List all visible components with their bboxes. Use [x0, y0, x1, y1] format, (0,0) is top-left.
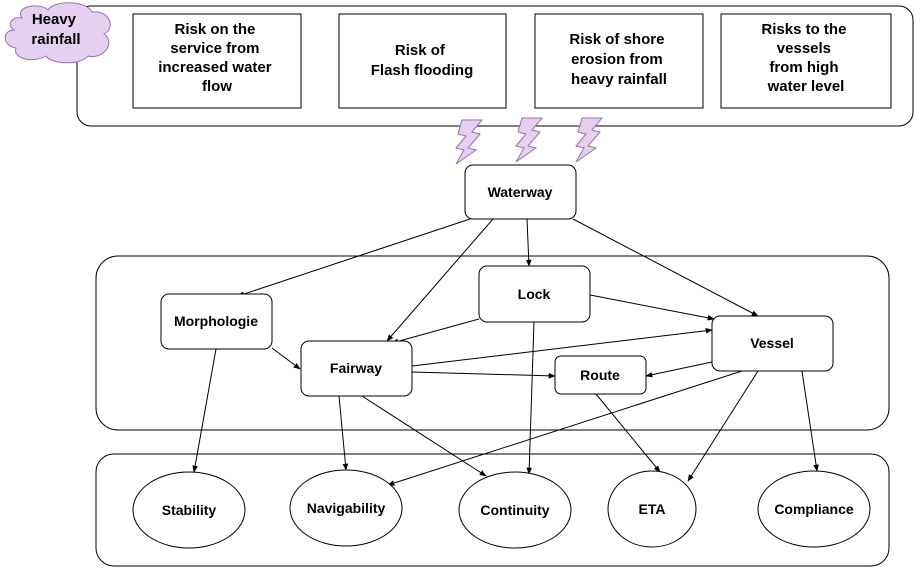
risk-1-line-3: increased water [158, 59, 272, 76]
node-fairway-label: Fairway [330, 360, 382, 376]
edge-lock-to-fairway [391, 318, 480, 345]
hazard-label: Heavy rainfall [31, 11, 80, 48]
node-waterway: Waterway [464, 164, 577, 220]
risk-box-flash-flooding: Risk of Flash flooding [338, 13, 507, 109]
outcome-navigability: Navigability [289, 469, 403, 547]
risk-4-line-1: Risks to the [761, 21, 846, 38]
edge-route-to-eta [595, 393, 661, 473]
hazard-label-line-2: rainfall [31, 31, 80, 48]
outcome-eta: ETA [607, 470, 697, 548]
risk-4-line-2: vessels [777, 40, 831, 57]
node-morphologie-label: Morphologie [174, 313, 258, 329]
hazard-label-line-1: Heavy [32, 11, 77, 28]
risk-box-shore-erosion: Risk of shore erosion from heavy rainfal… [534, 13, 704, 109]
risk-4-line-4: water level [767, 78, 845, 95]
edge-morphologie-to-fairway [271, 347, 301, 370]
risk-1-line-2: service from [170, 40, 259, 57]
edge-waterway-to-lock [525, 218, 532, 267]
node-morphologie: Morphologie [160, 293, 273, 350]
node-lock-label: Lock [518, 286, 551, 302]
edge-vessel-to-eta [687, 370, 759, 482]
outcome-stability: Stability [132, 471, 246, 549]
svg-text:Risk of shore erosion fr: Risk of shore erosion from heavy rainfal… [569, 31, 668, 88]
lightning-bolt-icon-1 [455, 119, 484, 165]
edge-fairway-to-navigability [338, 395, 349, 471]
svg-text:Risk of Flash flooding: Risk of Flash flooding [371, 42, 474, 79]
heavy-rainfall-cloud-icon [4, 2, 111, 64]
outcome-continuity-label: Continuity [480, 502, 549, 518]
node-vessel-label: Vessel [750, 335, 794, 351]
risk-3-line-3: heavy rainfall [571, 71, 667, 88]
lightning-bolt-icon-3 [575, 117, 604, 163]
outcome-continuity: Continuity [458, 471, 572, 549]
edge-lock-to-vessel [589, 294, 715, 321]
svg-text:Risk on the service from: Risk on the service from increased water… [158, 21, 276, 95]
edge-fairway-to-vessel [411, 327, 713, 367]
edge-fairway-to-route [411, 371, 556, 379]
edge-waterway-to-vessel [572, 218, 759, 317]
outcome-eta-label: ETA [639, 501, 666, 517]
lightning-bolt-icon-2 [515, 117, 544, 163]
outcome-navigability-label: Navigability [307, 500, 386, 516]
node-route: Route [554, 355, 647, 395]
risk-1-line-4: flow [202, 78, 232, 95]
edge-waterway-to-fairway [386, 218, 494, 342]
system-group-container [95, 255, 890, 431]
node-waterway-label: Waterway [488, 184, 553, 200]
edge-morphologie-to-stability [192, 348, 217, 473]
edge-vessel-to-compliance [801, 370, 819, 472]
outcome-stability-label: Stability [162, 502, 217, 518]
risk-3-line-2: erosion from [571, 51, 663, 68]
edge-waterway-to-morphologie [237, 218, 471, 297]
node-lock: Lock [478, 265, 591, 323]
edge-vessel-to-navigability [387, 370, 743, 486]
risk-4-line-3: from high [769, 59, 838, 76]
risk-2-line-1: Risk of [395, 42, 446, 59]
edge-vessel-to-route [645, 361, 713, 378]
edge-lock-to-continuity [526, 321, 535, 475]
node-vessel: Vessel [711, 315, 834, 372]
outcome-compliance-label: Compliance [774, 501, 854, 517]
edge-fairway-to-continuity [361, 395, 487, 477]
svg-text:Risks to the vessels: Risks to the vessels from high water lev… [761, 21, 850, 95]
node-fairway: Fairway [300, 340, 413, 397]
risk-2-line-2: Flash flooding [371, 62, 474, 79]
node-route-label: Route [580, 367, 620, 383]
edge-layer [192, 218, 819, 486]
outcome-compliance: Compliance [757, 470, 871, 548]
risk-box-service-flow: Risk on the service from increased water… [132, 13, 302, 109]
risk-box-vessel-water-level: Risks to the vessels from high water lev… [720, 13, 892, 109]
risk-3-line-1: Risk of shore [569, 31, 664, 48]
risk-1-line-1: Risk on the [174, 21, 255, 38]
